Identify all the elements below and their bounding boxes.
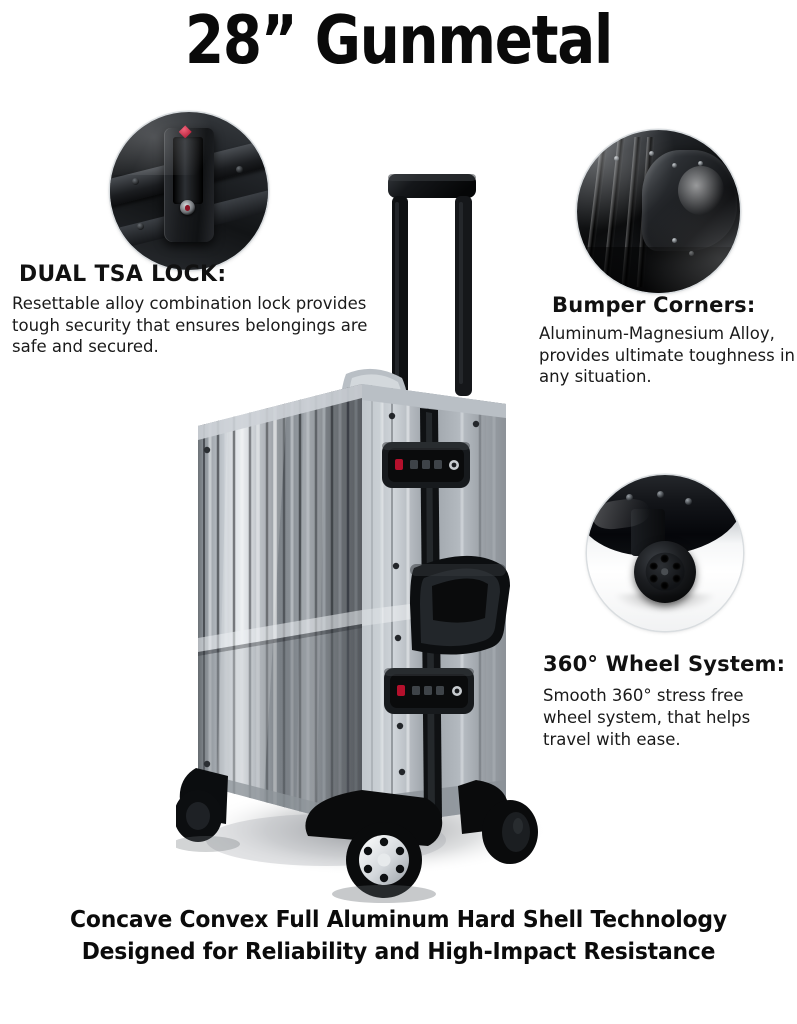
callout-body-wheel-system: Smooth 360° stress free wheel system, th… [543,686,751,749]
bottom-caption: Concave Convex Full Aluminum Hard Shell … [0,903,797,967]
tsa-red-diamond-icon [178,125,192,139]
tsa-lock-photo-circle [110,112,268,270]
wheel-holes [363,837,405,883]
tsa-lock-lower [384,668,474,714]
callout-body-tsa-lock: Resettable alloy combination lock provid… [12,294,368,356]
tsa-lock-upper [382,442,470,488]
spinner-wheel-photo-circle [587,475,743,631]
tsa-red-indicator [397,685,405,696]
spinner-wheel-right [482,800,538,864]
front-top-rail [198,384,362,440]
side-top-rail [362,384,506,418]
caption-line-2: Designed for Reliability and High-Impact… [81,937,716,965]
callout-title-bumper-corners: Bumper Corners: [552,293,756,317]
side-rivets [388,412,480,776]
telescoping-handle [388,174,476,402]
rivet [203,760,211,768]
spinner-wheel-front-center [346,822,422,898]
page-title: 28” Gunmetal [184,1,613,79]
rivet [203,446,211,454]
tsa-red-indicator [395,459,403,470]
callout-title-tsa-lock: DUAL TSA LOCK: [19,261,227,287]
wheel-tire [633,540,697,603]
callout-body-bumper-corners: Aluminum-Magnesium Alloy, provides ultim… [539,324,795,386]
shell-front-ribs [198,384,362,828]
callout-title-wheel-system: 360° Wheel System: [543,652,786,676]
lock-dial-icon [180,200,196,216]
spinner-wheel-rear-left [176,790,222,842]
suitcase-hero-image [176,168,566,908]
side-carry-handle [410,555,510,655]
caption-line-1: Concave Convex Full Aluminum Hard Shell … [70,905,727,933]
bumper-corner-photo-circle [577,130,740,293]
